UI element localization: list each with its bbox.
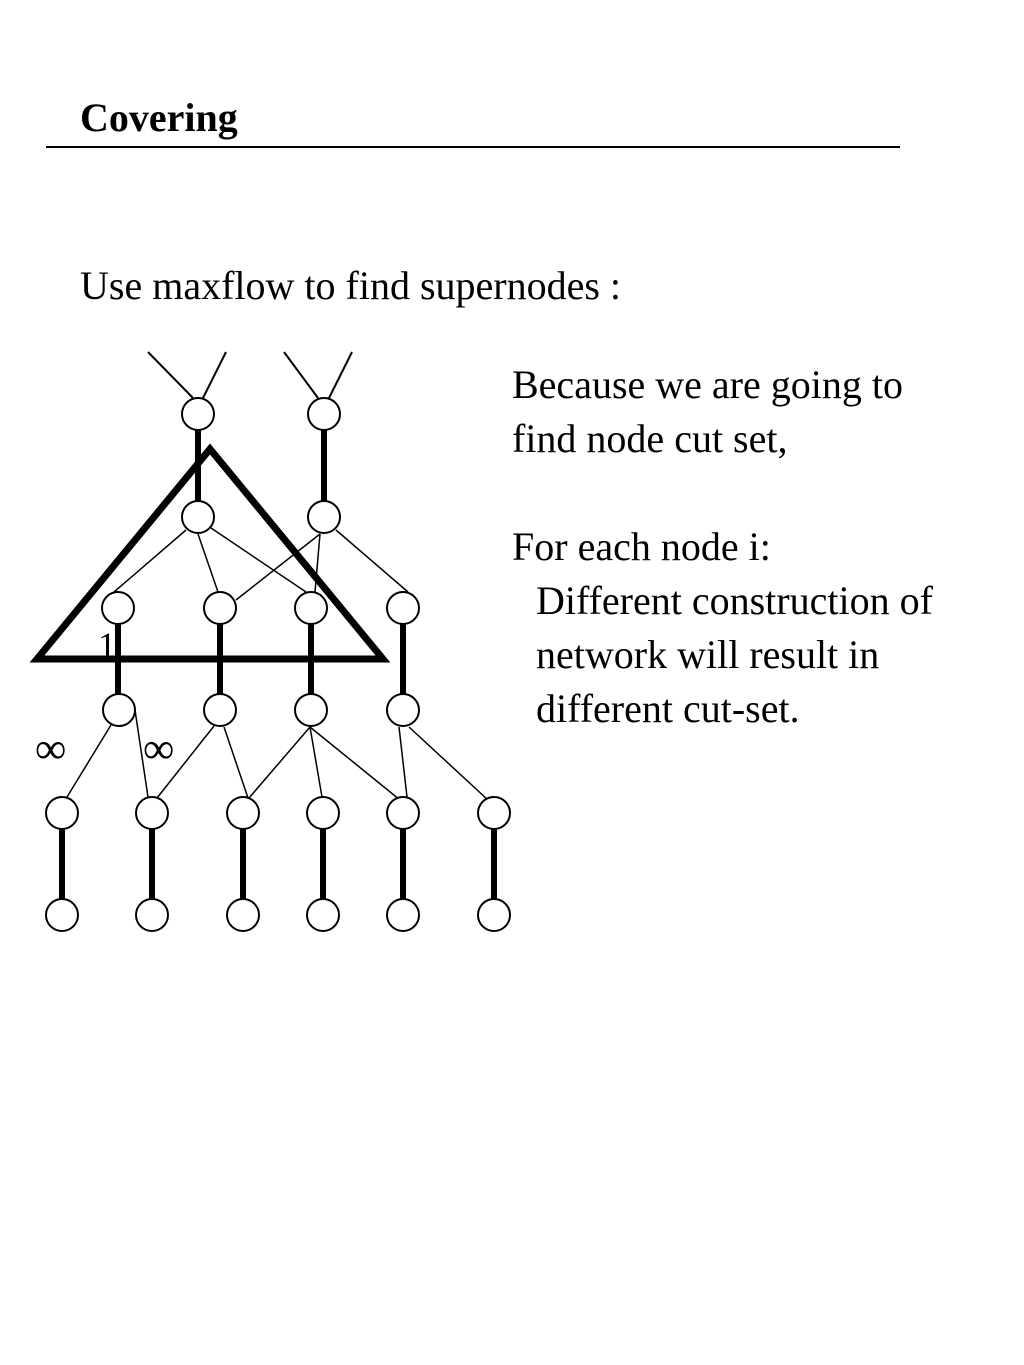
node <box>386 796 420 830</box>
node <box>101 591 135 625</box>
connecting-edge <box>309 726 323 798</box>
connecting-edge <box>235 533 321 601</box>
explanation-line-6: different cut-set. <box>536 686 800 731</box>
explanation-line-2: find node cut set, <box>512 416 788 461</box>
node <box>386 591 420 625</box>
explanation-line-1: Because we are going to <box>512 362 903 407</box>
connecting-edge <box>408 726 489 801</box>
connecting-edge <box>66 724 112 798</box>
connecting-edge <box>113 529 187 593</box>
explanation-line-3: For each node i: <box>512 524 771 569</box>
node <box>226 898 260 932</box>
slide-subtitle: Use maxflow to find supernodes : <box>80 263 622 308</box>
node <box>386 693 420 727</box>
explanation-text: Because we are going to find node cut se… <box>512 358 933 736</box>
node <box>45 796 79 830</box>
node <box>294 693 328 727</box>
explanation-line-5: network will result in <box>536 632 880 677</box>
nodes <box>45 397 511 932</box>
node <box>294 591 328 625</box>
supernode-triangle <box>29 443 391 663</box>
input-edges <box>147 351 353 399</box>
node <box>226 796 260 830</box>
connecting-edge <box>197 533 219 593</box>
connecting-edge <box>335 529 409 593</box>
connecting-edge <box>309 726 401 801</box>
capacity-one-label: 1 <box>98 625 116 665</box>
node <box>102 693 136 727</box>
input-edge <box>202 351 227 399</box>
split-edges <box>59 430 497 899</box>
connecting-edge <box>398 726 408 798</box>
node <box>386 898 420 932</box>
node <box>135 898 169 932</box>
connecting-edge <box>248 726 311 799</box>
explanation-line-4: Different construction of <box>536 578 933 623</box>
node <box>181 397 215 431</box>
node <box>181 500 215 534</box>
node <box>307 397 341 431</box>
connecting-edge <box>134 709 149 798</box>
node <box>477 898 511 932</box>
node <box>203 591 237 625</box>
infinity-label-left: ∞ <box>35 724 66 773</box>
node <box>307 500 341 534</box>
connecting-edge <box>210 527 307 593</box>
slide-title: Covering <box>80 95 238 140</box>
connecting-edges <box>66 527 489 801</box>
node <box>477 796 511 830</box>
infinity-label-right: ∞ <box>143 724 174 773</box>
node <box>306 796 340 830</box>
title-underline <box>46 146 900 148</box>
input-edge <box>283 351 319 399</box>
node <box>203 693 237 727</box>
input-edge <box>147 351 194 399</box>
node <box>135 796 169 830</box>
node <box>45 898 79 932</box>
input-edge <box>328 351 353 399</box>
connecting-edge <box>156 725 215 799</box>
node <box>306 898 340 932</box>
connecting-edge <box>223 726 249 799</box>
